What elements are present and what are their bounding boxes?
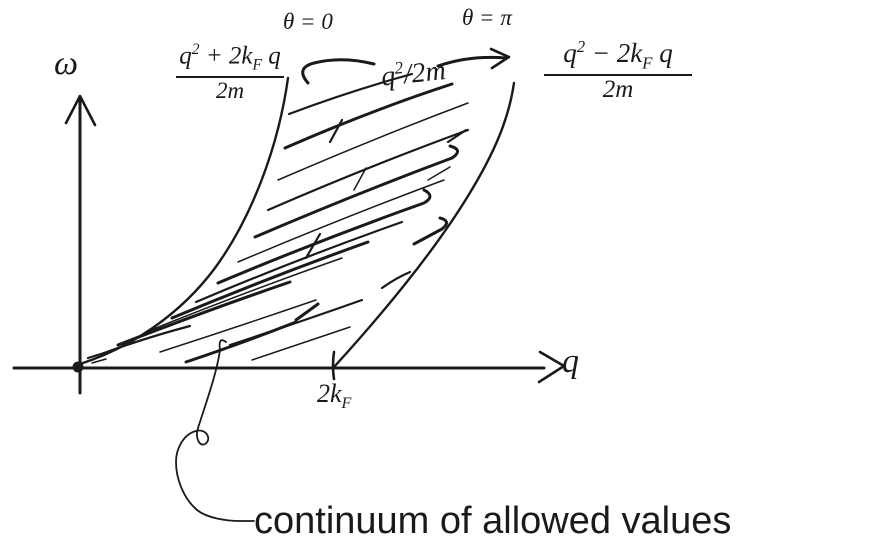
- hatch-stroke: [277, 102, 469, 181]
- hatch-stroke: [237, 179, 445, 263]
- hatch-stroke: [145, 257, 343, 333]
- hatch-stroke: [253, 144, 459, 239]
- y-axis-label: ω: [54, 45, 79, 82]
- upper-curve-formula-denominator: 2m: [215, 77, 245, 103]
- hatch-stroke: [184, 320, 298, 364]
- hatch-stroke: [353, 167, 367, 191]
- lower-curve-formula-numerator: q2 − 2kF q: [544, 38, 692, 76]
- left-arrow-icon: [301, 58, 376, 85]
- continuum-hatching: [86, 72, 470, 364]
- theta-zero-label: θ = 0: [283, 9, 333, 34]
- hatch-stroke: [446, 128, 468, 144]
- right-arrow-head-icon: [489, 47, 511, 70]
- left-boundary-curve: [78, 76, 290, 366]
- omega-axis-arrowhead-icon: [64, 94, 97, 127]
- upper-curve-formula: q2 + 2kF q 2m: [176, 41, 284, 103]
- lower-curve-formula-denominator: 2m: [602, 75, 634, 103]
- hatch-stroke: [86, 351, 106, 360]
- hatch-stroke: [266, 128, 470, 212]
- hatch-stroke: [304, 232, 322, 260]
- hatch-stroke: [251, 326, 351, 361]
- hatch-stroke: [294, 302, 320, 322]
- hatch-stroke: [159, 299, 317, 353]
- mid-formula-label: q2/2m: [379, 55, 448, 93]
- right-arrow-shaft: [436, 55, 508, 68]
- hatch-stroke: [216, 188, 432, 285]
- axes: [12, 94, 566, 395]
- hatch-stroke: [380, 270, 412, 290]
- annotation-arrows: [301, 47, 511, 85]
- right-boundary-curve: [332, 81, 516, 369]
- x-tick-label: 2kF: [317, 379, 352, 413]
- hatch-stroke: [427, 166, 451, 181]
- continuum-caption: continuum of allowed values: [254, 500, 732, 542]
- theta-pi-label: θ = π: [462, 5, 512, 30]
- hatch-stroke: [194, 220, 404, 304]
- boundary-curves: [78, 76, 516, 369]
- hatch-stroke: [116, 280, 292, 347]
- hatch-stroke: [328, 118, 344, 144]
- hatch-stroke: [283, 82, 454, 150]
- hatch-stroke: [412, 216, 448, 246]
- caption-leader-squiggle: [175, 339, 255, 522]
- hatch-stroke: [91, 358, 107, 364]
- hatch-stroke: [102, 324, 192, 355]
- x-tick-2kf-mark: [331, 350, 336, 381]
- q-axis-arrowhead-icon: [537, 350, 566, 384]
- upper-curve-formula-numerator: q2 + 2kF q: [176, 41, 284, 78]
- lower-curve-formula: q2 − 2kF q 2m: [544, 38, 692, 103]
- hatch-stroke: [287, 72, 414, 116]
- x-axis-label: q: [562, 343, 579, 380]
- hatch-stroke: [170, 240, 370, 320]
